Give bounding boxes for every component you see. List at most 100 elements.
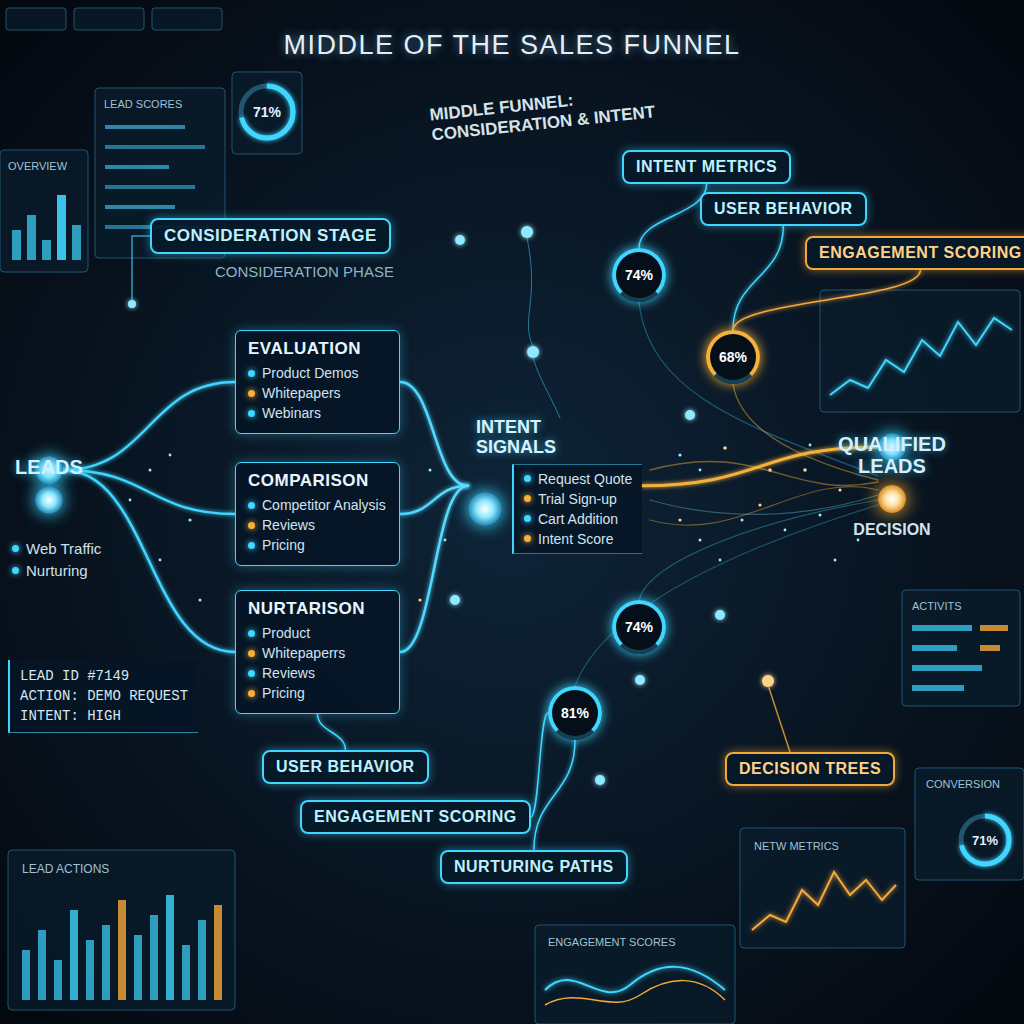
bullet-dot [248,630,255,637]
decor-circle [199,599,202,602]
bullet-label: Web Traffic [12,540,101,557]
item-text: Reviews [262,515,315,535]
decor-circle [595,775,605,785]
metrics-panel [740,828,905,948]
note-text: LEAD SCORES [104,98,182,110]
glow-orb [878,485,906,513]
decor-rect [105,165,169,169]
flow-connector [63,470,235,652]
decor-circle [961,816,1009,864]
bullet-label: Nurturing [12,562,88,579]
note-text: Web Traffic [26,540,101,557]
particles [129,444,860,602]
decor-path [733,384,878,480]
decor-rect [8,850,235,1010]
decor-polyline [752,872,896,930]
engagement-panel [535,925,735,1024]
note-text: NETW METRICS [754,840,839,852]
item-text: Cart Addition [538,509,618,529]
decor-rect [740,828,905,948]
intent-node: INTENT SIGNALSRequest QuoteTrial Sign-up… [468,418,642,554]
decor-rect [152,8,222,30]
decor-circle [521,226,533,238]
decor-circle [857,539,860,542]
decor-circle [128,300,136,308]
decor-circle [635,675,645,685]
callout-line: LEAD ID #7149 [20,666,188,686]
percent-value: 74% [625,619,653,635]
percent-value: 81% [561,705,589,721]
signal-row: Request QuoteTrial Sign-upCart AdditionI… [468,464,642,554]
activity-panel [902,590,1020,706]
item-text: Webinars [262,403,321,423]
decor-rect [86,940,94,1000]
decor-circle [188,518,191,521]
decor-circle [527,346,539,358]
list-item: Pricing [248,535,387,555]
decor-rect [105,145,205,149]
bullet-dot [248,370,255,377]
decor-circle [699,539,702,542]
list-item: Product Demos [248,363,387,383]
percent-ring: 81% [548,686,602,740]
item-text: Trial Sign-up [538,489,617,509]
pill-text: USER BEHAVIOR [714,200,853,217]
flow-connector [639,184,707,248]
flow-connector [733,226,783,330]
pill-text: ENGAGEMENT SCORING [819,244,1022,261]
item-text: Product Demos [262,363,358,383]
decor-circle [715,610,725,620]
decor-polyline [830,318,1012,395]
decor-rect [105,125,185,129]
bullet-dot [524,535,531,542]
decor-circle [834,559,837,562]
decor-circle [241,86,293,138]
decor-circle [758,503,761,506]
decor-rect [980,645,1000,651]
decor-rect [182,945,190,1000]
decor-rect [102,925,110,1000]
orb-heading: QUALIFIED LEADS [838,433,946,477]
list-item: Pricing [248,683,387,703]
pill-text: NURTURING PATHS [454,858,614,875]
conversion-panel [915,768,1024,880]
list-item: Reviews [248,663,387,683]
bullet-dot [12,567,19,574]
decor-circle [961,816,1009,864]
decor-rect [70,910,78,1000]
title-underline [300,71,724,73]
decor-rect [912,645,957,651]
percent-ring: 74% [612,248,666,302]
decor-rect [6,8,66,30]
decor-circle [149,469,152,472]
note-text: CONSIDERATION PHASE [215,263,394,280]
label-pill: USER BEHAVIOR [700,192,867,226]
decor-rect [535,925,735,1024]
flow-connector [400,486,468,652]
note-text: OVERVIEW [8,160,67,172]
lead-actions-panel [8,850,235,1010]
bullet-dot [12,545,19,552]
box-heading: COMPARISON [248,471,387,491]
trend-panel [820,290,1020,412]
pill-text: INTENT METRICS [636,158,777,175]
label-pill: DECISION TREES [725,752,895,786]
orb-node: LEADS [35,456,63,484]
decor-circle [444,539,447,542]
bullet-dot [524,475,531,482]
decor-path [132,236,150,300]
decor-path [650,495,878,514]
decor-rect [915,768,1024,880]
flow-connector [318,714,346,750]
note-text: 71% [972,833,998,848]
item-text: Whitepaperrs [262,643,345,663]
box-heading: EVALUATION [248,339,387,359]
decor-rect [232,72,302,154]
decor-rect [198,920,206,1000]
item-text: Reviews [262,663,315,683]
percent-ring: 74% [612,600,666,654]
decor-rect [38,930,46,1000]
decor-circle [678,453,681,456]
label-pill: USER BEHAVIOR [262,750,429,784]
